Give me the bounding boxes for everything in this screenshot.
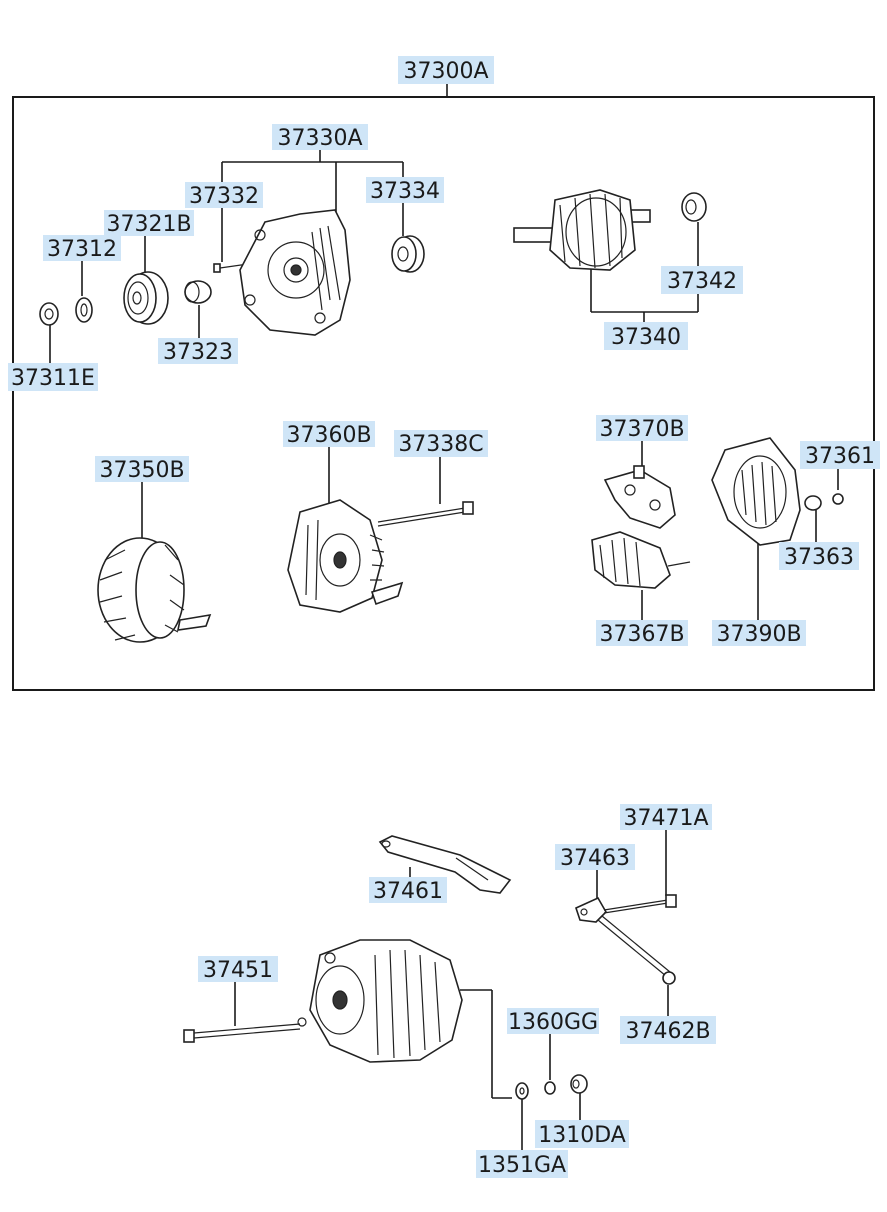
- part-number: 37340: [611, 325, 681, 350]
- bearing-37334-part: [391, 235, 425, 273]
- part-label-37312[interactable]: 37312: [43, 235, 121, 262]
- bracket-37463-part: [575, 896, 607, 923]
- part-label-37338c[interactable]: 37338C: [394, 430, 488, 457]
- part-label-1360gg[interactable]: 1360GG: [507, 1008, 599, 1035]
- part-label-37363[interactable]: 37363: [779, 542, 859, 570]
- part-label-37361[interactable]: 37361: [800, 441, 880, 469]
- part-label-37370b[interactable]: 37370B: [596, 415, 688, 442]
- part-number: 37390B: [716, 622, 801, 647]
- part-number: 37334: [370, 179, 440, 204]
- part-label-37367b[interactable]: 37367B: [596, 620, 688, 647]
- nut-37311e-part: [39, 302, 59, 326]
- stator-37350b-part: [97, 537, 212, 643]
- part-number: 37312: [47, 237, 117, 262]
- part-number: 37332: [189, 184, 259, 209]
- alternator-assembly-part: [309, 939, 463, 1063]
- regulator-37370b-part: [603, 465, 676, 529]
- part-label-37360b[interactable]: 37360B: [283, 421, 375, 448]
- pulley-37321b-part: [123, 271, 169, 325]
- rear-cover-37390b-part: [711, 437, 801, 546]
- part-number: 37461: [373, 879, 443, 904]
- part-number: 37350B: [99, 458, 184, 483]
- part-label-37334[interactable]: 37334: [366, 177, 444, 204]
- nut-1310da-part: [570, 1074, 588, 1094]
- part-label-37311e[interactable]: 37311E: [8, 363, 98, 391]
- front-bracket-37330a-part: [239, 209, 351, 336]
- part-label-37330a[interactable]: 37330A: [272, 124, 368, 151]
- rotor-37340-part: [513, 189, 651, 271]
- part-number: 37367B: [599, 622, 684, 647]
- assembly-frame: [12, 96, 875, 691]
- part-number: 1351GA: [478, 1153, 566, 1178]
- part-number: 37321B: [106, 212, 191, 237]
- part-label-37340[interactable]: 37340: [604, 322, 688, 350]
- part-number: 37342: [667, 269, 737, 294]
- part-number: 37463: [560, 846, 630, 871]
- part-label-37323[interactable]: 37323: [158, 338, 238, 365]
- part-number: 37361: [805, 444, 875, 469]
- part-number: 37360B: [286, 423, 371, 448]
- part-number: 37370B: [599, 417, 684, 442]
- part-label-37451[interactable]: 37451: [198, 956, 278, 983]
- bolt-37338c-part: [377, 501, 474, 527]
- part-number: 37363: [784, 545, 854, 570]
- part-number: 37311E: [11, 366, 95, 391]
- part-label-37342[interactable]: 37342: [661, 266, 743, 294]
- bolt-37471a-part: [603, 894, 677, 914]
- bolt-37451-part: [183, 1017, 307, 1043]
- nut-1360gg-part: [544, 1081, 556, 1095]
- part-label-37390b[interactable]: 37390B: [712, 620, 806, 647]
- part-number: 37471A: [623, 806, 708, 831]
- bolt-37462b-part: [597, 915, 676, 985]
- part-number: 1310DA: [538, 1123, 626, 1148]
- washer-1351ga-part: [515, 1082, 529, 1100]
- rear-bracket-37360b-part: [287, 499, 404, 613]
- part-label-37350b[interactable]: 37350B: [95, 456, 189, 483]
- part-number: 37323: [163, 340, 233, 365]
- part-label-37300a[interactable]: 37300A: [398, 56, 494, 84]
- spacer-37323-part: [184, 280, 212, 304]
- part-number: 37338C: [398, 432, 483, 457]
- part-label-37461[interactable]: 37461: [369, 877, 447, 904]
- nut-37361-part: [832, 493, 844, 505]
- washer-37312-part: [75, 297, 93, 323]
- part-label-37471a[interactable]: 37471A: [620, 804, 712, 831]
- part-label-1310da[interactable]: 1310DA: [535, 1120, 629, 1148]
- part-label-37462b[interactable]: 37462B: [620, 1016, 716, 1044]
- part-number: 37451: [203, 958, 273, 983]
- part-number: 1360GG: [508, 1010, 598, 1035]
- brush-holder-37367b-part: [591, 531, 691, 589]
- adjusting-bar-37461-part: [378, 835, 512, 894]
- part-label-37463[interactable]: 37463: [555, 844, 635, 871]
- bearing-37342-part: [681, 192, 707, 222]
- part-label-37321b[interactable]: 37321B: [104, 210, 194, 237]
- part-number: 37300A: [403, 59, 488, 84]
- nut-37363-part: [804, 495, 822, 511]
- leader-lines: [49, 83, 839, 1150]
- part-number: 37330A: [277, 126, 362, 151]
- part-number: 37462B: [625, 1019, 710, 1044]
- part-label-1351ga[interactable]: 1351GA: [476, 1150, 568, 1178]
- part-label-37332[interactable]: 37332: [185, 182, 263, 209]
